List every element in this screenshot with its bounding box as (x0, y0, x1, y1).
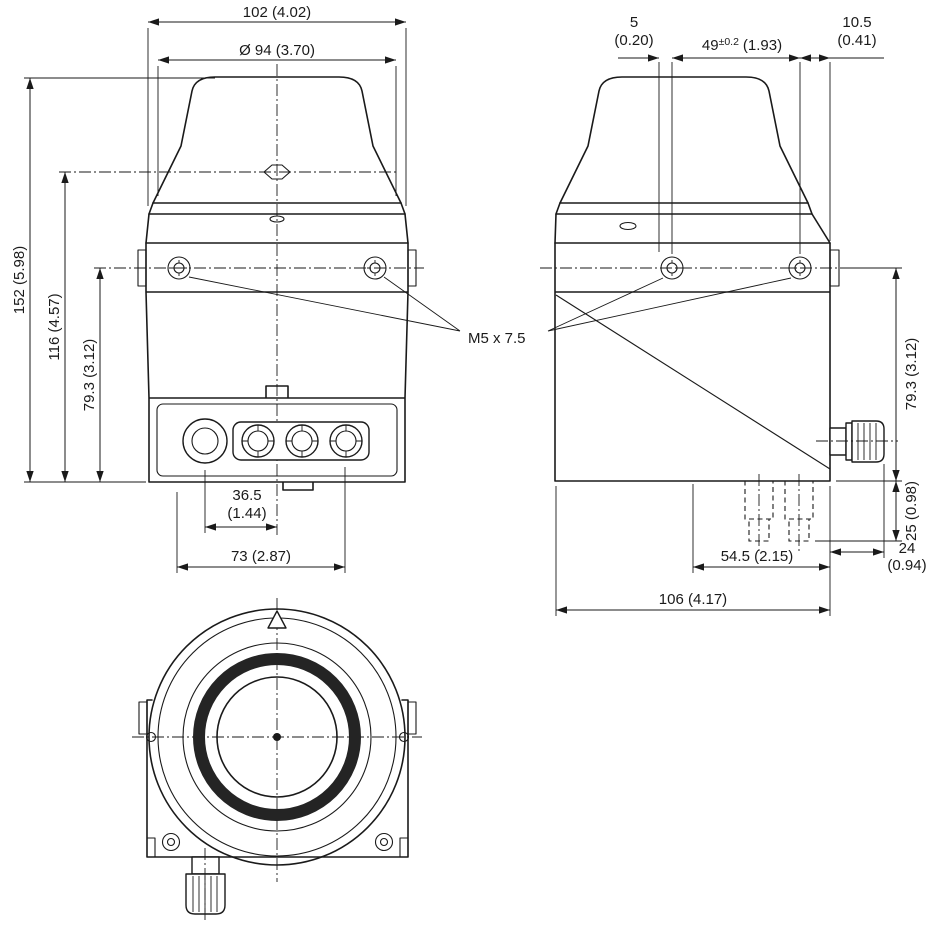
rim-detail (619, 221, 637, 231)
optics-cover (152, 76, 402, 204)
connector-panel (156, 403, 398, 477)
dim-label-gland-protrusion-mm: 24 (899, 540, 916, 557)
dim-label-cover-diameter: Ø 94 (3.70) (239, 42, 315, 59)
mounting-screw-left (660, 256, 684, 280)
dim-label-plug-depth: 25 (0.98) (903, 481, 920, 541)
connector-keying (286, 425, 318, 457)
cover-rim (555, 202, 813, 215)
thread-callout: M5 x 7.5 (188, 276, 792, 347)
dim-label-rear-offset-inch: (0.41) (837, 32, 876, 49)
scan-window-marker (263, 164, 291, 180)
connector-keying (330, 425, 362, 457)
gland-cap (851, 420, 885, 463)
center-point (273, 733, 281, 741)
dim-label-front-gap-inch: (0.20) (614, 32, 653, 49)
dim-label-hole-span: 49±0.2(1.93) (702, 36, 782, 54)
optics-ring (193, 653, 361, 821)
corner-screw-left (161, 832, 181, 852)
dim-label-depth-total: 106 (4.17) (659, 591, 727, 608)
dim-label-front-gap-mm: 5 (630, 14, 638, 31)
screw-outer (788, 256, 812, 280)
side-view-dimensions: 5 (0.20) 49±0.2(1.93) 10.5 (0.41) 79.3 (… (555, 14, 927, 616)
housing-top-band (554, 213, 831, 244)
dim-label-height-mount: 79.3 (3.12) (903, 338, 920, 411)
connector-3 (329, 424, 363, 458)
screw-outer (167, 256, 191, 280)
connector-keying (242, 425, 274, 457)
extension-lines (555, 62, 902, 616)
mounting-screw-right (788, 256, 812, 280)
thread-label: M5 x 7.5 (468, 330, 526, 347)
leader-lines (188, 276, 792, 332)
dim-label-height-mount: 79.3 (3.12) (81, 339, 98, 412)
lens-circle (216, 676, 338, 798)
housing-chamfer-edge (555, 294, 831, 470)
dim-label-rear-offset-mm: 10.5 (842, 14, 871, 31)
side-pin-left (145, 731, 157, 743)
dim-label-depth-rear: 54.5 (2.15) (721, 548, 794, 565)
bottom-view (132, 598, 422, 922)
dim-label-gland-protrusion-inch: (0.94) (887, 557, 926, 574)
front-view: 102 (4.02) Ø 94 (3.70) 152 (5.98) 116 (4… (11, 4, 424, 573)
dim-label-height-scan-plane: 116 (4.57) (46, 293, 63, 360)
dim-label-gland-offset-inch: (1.44) (227, 505, 266, 522)
front-view-device (137, 76, 417, 491)
connector-1 (241, 424, 275, 458)
gland-neck (191, 856, 220, 875)
screw-inner (379, 837, 389, 847)
dim-label-width: 102 (4.02) (243, 4, 311, 21)
corner-screw-right (374, 832, 394, 852)
rim-detail (269, 215, 285, 223)
io-connectors (232, 421, 370, 461)
screw-cross (792, 260, 808, 276)
gland-inner (191, 427, 219, 455)
side-view-device (554, 76, 898, 552)
mounting-tab-right (829, 249, 840, 287)
gland-neck (829, 427, 847, 456)
screw-cross (367, 260, 383, 276)
screw-inner (166, 837, 176, 847)
mounting-screw-right (363, 256, 387, 280)
plug-centerlines (758, 474, 800, 552)
plate-outline (146, 699, 409, 858)
front-view-dimensions: 102 (4.02) Ø 94 (3.70) 152 (5.98) 116 (4… (11, 4, 407, 573)
housing-top-band (145, 213, 409, 244)
screw-outer (363, 256, 387, 280)
screw-outer (660, 256, 684, 280)
screw-cross (171, 260, 187, 276)
side-pin-right (398, 731, 410, 743)
side-view: 5 (0.20) 49±0.2(1.93) 10.5 (0.41) 79.3 (… (540, 14, 927, 616)
mounting-tab-right (407, 701, 417, 735)
gland-ribs (857, 423, 877, 460)
cover-circle (182, 642, 372, 832)
dim-label-connector-span: 73 (2.87) (231, 548, 291, 565)
mounting-plate (138, 699, 417, 858)
dim-label-height-total: 152 (5.98) (11, 246, 28, 314)
extension-lines (24, 28, 407, 573)
cable-gland-front (182, 418, 228, 464)
optics-cover (559, 76, 809, 204)
gland-cap (185, 873, 226, 915)
mounting-tab-left (137, 249, 147, 287)
mounting-tab-left (138, 701, 148, 735)
screw-outer (374, 832, 394, 852)
mounting-screw-left (167, 256, 191, 280)
cover-rim (148, 202, 406, 215)
orientation-arrow-icon (267, 610, 287, 629)
dim-label-gland-offset-mm: 36.5 (232, 487, 261, 504)
screw-outer (161, 832, 181, 852)
housing-circle-outer (148, 608, 406, 866)
gland-flange (845, 422, 853, 461)
gland-outer (182, 418, 228, 464)
connector-2 (285, 424, 319, 458)
bottom-plugs (744, 474, 814, 552)
screw-cross (664, 260, 680, 276)
plate-corner-steps (147, 837, 408, 857)
scanner-top-circles (148, 608, 406, 866)
cable-gland-side (816, 420, 898, 463)
cable-gland-bottom (185, 848, 226, 922)
mounting-tab-right (407, 249, 417, 287)
